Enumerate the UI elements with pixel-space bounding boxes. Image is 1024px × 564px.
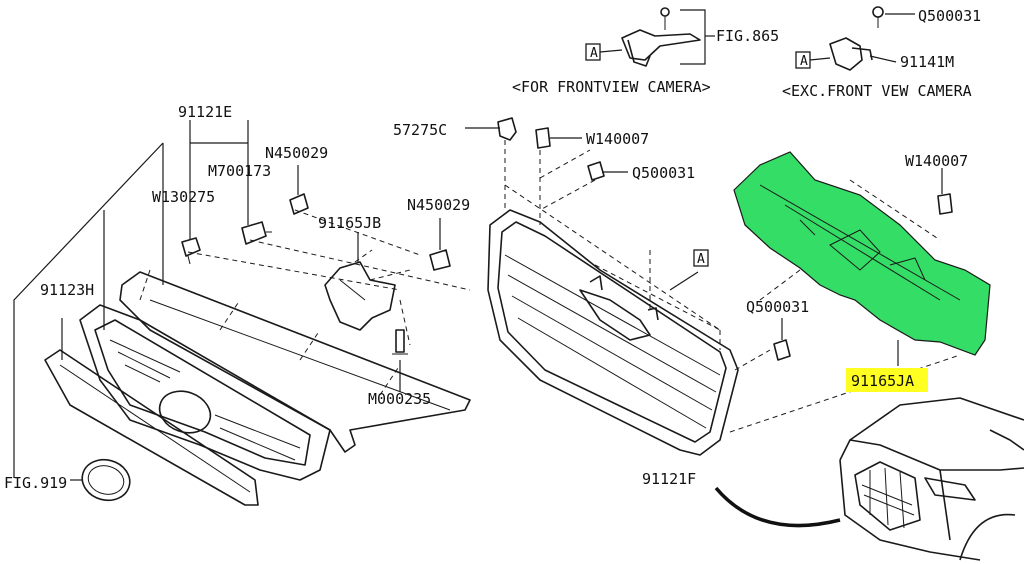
clip-57275c	[497, 117, 517, 141]
fastener-n450029-a	[289, 193, 309, 215]
label-for-frontview-camera: <FOR FRONTVIEW CAMERA>	[512, 78, 711, 96]
label-91165jb: 91165JB	[318, 214, 381, 232]
fastener-w130275	[181, 237, 201, 265]
screw-m000235	[392, 329, 408, 355]
label-exc-frontview-camera: <EXC.FRONT VEW CAMERA	[782, 82, 972, 100]
label-n450029-b: N450029	[407, 196, 470, 214]
label-91123h: 91123H	[40, 281, 94, 299]
label-91165ja-highlight	[846, 368, 928, 392]
grille-frame-91121f	[487, 209, 739, 456]
label-w130275: W130275	[152, 188, 215, 206]
label-m700173: M700173	[208, 162, 271, 180]
label-w140007-b: W140007	[905, 152, 968, 170]
label-q500031-low: Q500031	[746, 298, 809, 316]
label-fig865: FIG.865	[716, 27, 779, 45]
screw-q500031-low	[773, 339, 791, 361]
vehicle-illustration	[714, 397, 1024, 561]
ref-a-top-right: A	[800, 54, 808, 69]
fastener-n450029-b	[429, 249, 451, 271]
label-q500031-top: Q500031	[918, 7, 981, 25]
label-w140007-a: W140007	[586, 130, 649, 148]
label-n450029-a: N450029	[265, 144, 328, 162]
label-m000235: M000235	[368, 390, 431, 408]
ref-a-center	[693, 249, 709, 267]
screw-q500031-mid	[587, 161, 605, 181]
bolt-w140007-b	[937, 193, 953, 215]
leaders-center	[465, 127, 783, 340]
cover-91165ja-highlighted	[733, 151, 991, 356]
label-91121e: 91121E	[178, 103, 232, 121]
ref-a-center-text: A	[697, 252, 705, 267]
label-91141m: 91141M	[900, 53, 954, 71]
fastener-m700173	[241, 221, 272, 245]
bolt-w140007-a	[535, 127, 551, 149]
label-91121f: 91121F	[642, 470, 696, 488]
label-57275c: 57275C	[393, 121, 447, 139]
label-q500031-mid: Q500031	[632, 164, 695, 182]
bracket-91165jb	[324, 249, 411, 331]
leaders-left	[13, 120, 441, 481]
ref-a-top: A	[590, 46, 598, 61]
grille-front-assembly	[44, 271, 471, 506]
label-91165ja: 91165JA	[851, 372, 914, 390]
guide-lines-center	[504, 140, 961, 433]
inset-frontview-camera	[585, 7, 715, 67]
inset-exc-frontview-camera	[795, 6, 915, 71]
label-fig919: FIG.919	[4, 474, 67, 492]
